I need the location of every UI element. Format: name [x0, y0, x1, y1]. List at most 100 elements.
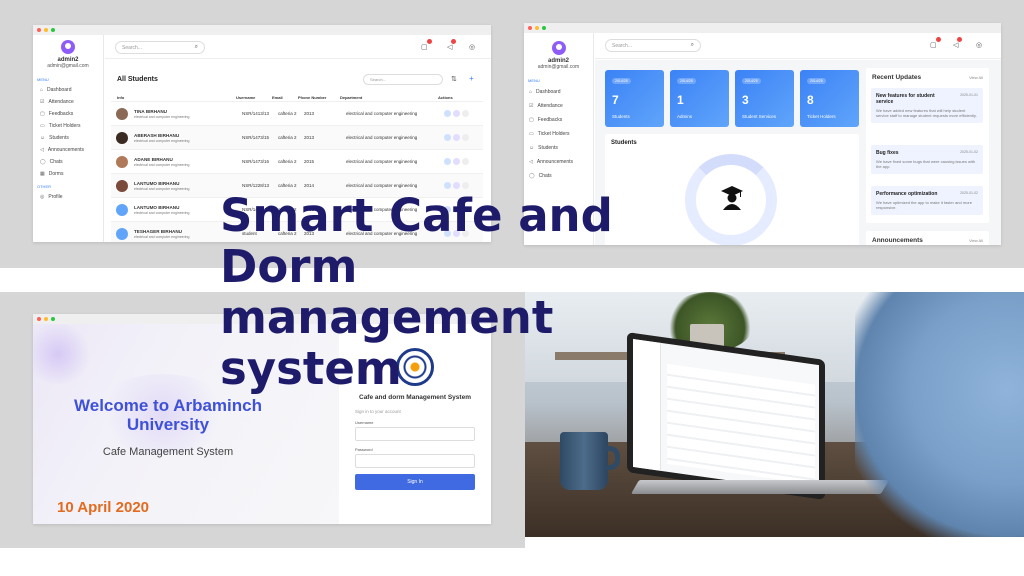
university-logo — [396, 348, 434, 386]
student-phone: 2013 — [304, 231, 315, 236]
sidebar-item-dorms[interactable]: ▦Dorms — [40, 171, 64, 177]
sidebar-item-announcements[interactable]: ◁Announcements — [40, 147, 84, 153]
welcome-panel: Welcome to Arbaminch University Cafe Man… — [33, 324, 339, 524]
delete-icon[interactable] — [462, 230, 469, 237]
sidebar-item-chats[interactable]: ◯Chats — [40, 159, 63, 165]
chat-icon[interactable]: ▢ — [930, 37, 941, 49]
view-icon[interactable] — [453, 158, 460, 165]
sidebar-item-dashboard[interactable]: ⌂Dashboard — [40, 87, 72, 93]
row-actions — [444, 230, 469, 237]
sidebar-item-chats[interactable]: ◯Chats — [529, 173, 552, 179]
row-actions — [444, 158, 469, 165]
sidebar-item-profile[interactable]: ◎Profile — [40, 194, 63, 200]
view-icon[interactable] — [453, 134, 460, 141]
search-icon: ⌕ — [194, 44, 198, 50]
sidebar-item-announcements[interactable]: ◁Announcements — [529, 159, 573, 165]
delete-icon[interactable] — [462, 206, 469, 213]
sidebar-item-dashboard[interactable]: ⌂Dashboard — [529, 89, 561, 95]
table-search-input[interactable]: Search... — [363, 74, 443, 85]
menu-heading: MENU — [37, 77, 49, 82]
view-icon[interactable] — [453, 206, 460, 213]
delete-icon[interactable] — [462, 110, 469, 117]
sort-icon[interactable]: ⇅ — [451, 76, 457, 83]
students-card-title: Students — [611, 140, 637, 146]
edit-icon[interactable] — [444, 110, 451, 117]
student-department: electrical and computer engineering — [346, 207, 418, 212]
edit-icon[interactable] — [444, 230, 451, 237]
student-department: electrical and computer engineering — [346, 183, 418, 188]
sidebar-item-ticket-holders[interactable]: ▭Ticket Holders — [529, 131, 570, 137]
users-icon: ☺ — [529, 145, 535, 151]
view-icon[interactable] — [453, 110, 460, 117]
megaphone-icon[interactable]: ◁ — [953, 37, 963, 49]
comment-icon: ▢ — [40, 111, 45, 117]
student-phone: 2014 — [304, 183, 315, 188]
recent-updates-title: Recent Updates — [872, 74, 922, 81]
sidebar-item-feedbacks[interactable]: ▢Feedbacks — [529, 117, 563, 123]
view-icon[interactable] — [453, 230, 460, 237]
edit-icon[interactable] — [444, 182, 451, 189]
delete-icon[interactable] — [462, 182, 469, 189]
sidebar-item-ticket-holders[interactable]: ▭Ticket Holders — [40, 123, 81, 129]
login-form: Cafe and dorm Management System Sign in … — [339, 324, 491, 524]
edit-icon[interactable] — [444, 206, 451, 213]
search-input[interactable]: Search...⌕ — [115, 41, 205, 54]
user-icon[interactable]: ◎ — [976, 42, 983, 49]
sidebar-item-attendance[interactable]: ☑Attendance — [529, 103, 563, 109]
avatar[interactable] — [61, 40, 75, 54]
table-header: Info Username Email Phone Number Departm… — [117, 95, 453, 100]
date-label: 10 April 2020 — [57, 499, 149, 516]
delete-icon[interactable] — [462, 134, 469, 141]
student-department: electrical and computer engineering — [346, 111, 418, 116]
edit-icon[interactable] — [444, 134, 451, 141]
student-username: NSR/1473/15 — [242, 135, 270, 140]
user-icon[interactable]: ◎ — [469, 44, 476, 51]
view-all-link[interactable]: View All — [969, 238, 983, 243]
password-field[interactable] — [355, 454, 475, 468]
megaphone-icon[interactable]: ◁ — [447, 39, 457, 51]
stat-value: 8 — [807, 93, 814, 107]
notification-badge — [957, 37, 963, 42]
notification-badge — [935, 37, 941, 42]
welcome-subtitle: Cafe Management System — [102, 446, 234, 458]
delete-icon[interactable] — [462, 158, 469, 165]
sidebar-item-attendance[interactable]: ☑Attendance — [40, 99, 74, 105]
avatar[interactable] — [551, 41, 566, 55]
signin-button[interactable]: Sign In — [355, 474, 475, 490]
stat-value: 7 — [612, 93, 619, 107]
row-actions — [444, 110, 469, 117]
login-window: Welcome to Arbaminch University Cafe Man… — [33, 314, 491, 524]
view-all-link[interactable]: View All — [969, 75, 983, 80]
view-icon[interactable] — [453, 182, 460, 189]
username-field[interactable] — [355, 427, 475, 441]
row-actions — [444, 182, 469, 189]
chat-icon[interactable]: ▢ — [421, 39, 432, 51]
checkbox-icon: ☑ — [529, 103, 534, 109]
search-input[interactable]: Search...⌕ — [605, 39, 701, 52]
sidebar-item-feedbacks[interactable]: ▢Feedbacks — [40, 111, 74, 117]
add-icon[interactable]: + — [469, 74, 474, 83]
recent-updates-card: Recent Updates View All New features for… — [866, 68, 989, 223]
stat-value: 1 — [677, 93, 684, 107]
row-actions — [444, 206, 469, 213]
student-photo — [116, 107, 128, 120]
sidebar-item-students[interactable]: ☺Students — [40, 135, 69, 141]
sidebar-item-students[interactable]: ☺Students — [529, 145, 558, 151]
edit-icon[interactable] — [444, 158, 451, 165]
system-title: Cafe and dorm Management System — [359, 394, 471, 401]
profile-icon: ◎ — [40, 194, 45, 200]
